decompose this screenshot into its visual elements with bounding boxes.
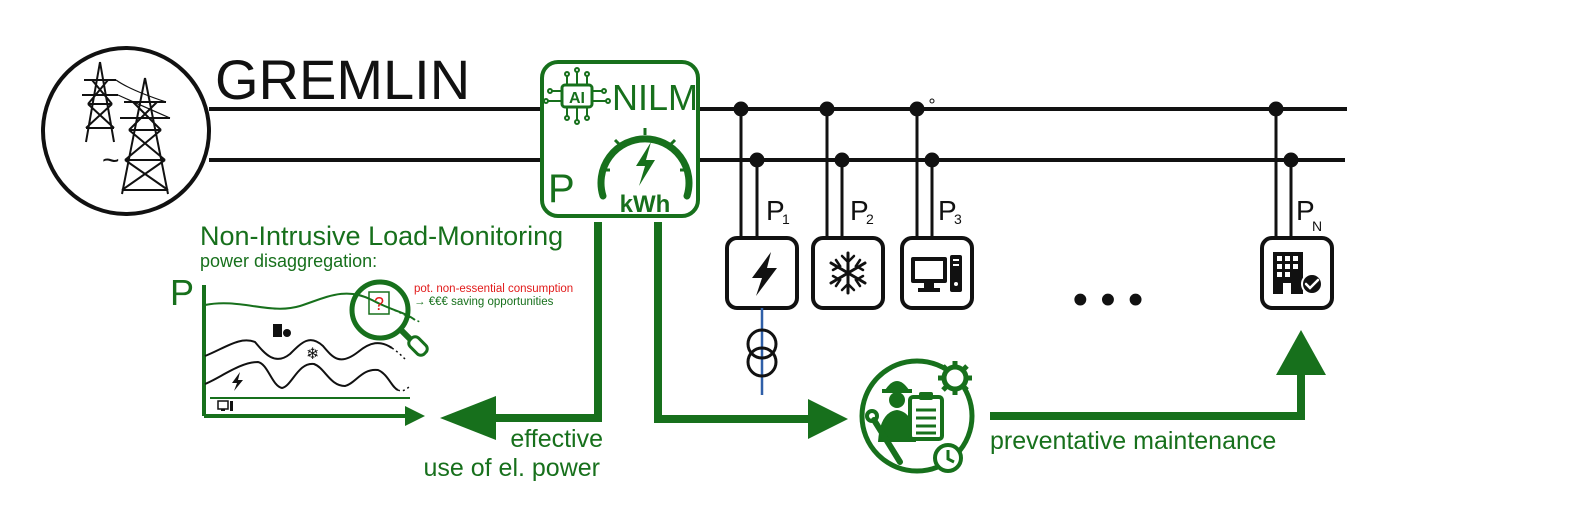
power-grid-source: ~ bbox=[41, 46, 211, 216]
load-box-p1 bbox=[725, 236, 799, 310]
maintenance-feed-arrow bbox=[654, 222, 848, 439]
total-load-curve bbox=[204, 292, 416, 321]
load-box-p2 bbox=[811, 236, 885, 310]
computer-icon bbox=[911, 255, 962, 292]
disaggregation-axis-label: P bbox=[170, 272, 194, 313]
annotation-saving: → €€€ saving opportunities bbox=[414, 296, 554, 308]
preventative-maintenance-arrow bbox=[990, 330, 1326, 420]
load-box-p3 bbox=[900, 236, 974, 310]
speedometer-icon bbox=[597, 128, 693, 200]
snowflake-icon bbox=[829, 251, 867, 295]
power-bus bbox=[209, 107, 1347, 162]
transformer-icon bbox=[746, 308, 778, 395]
meter-unit: kWh bbox=[620, 191, 671, 218]
ai-chip-icon bbox=[543, 67, 611, 125]
load-label-pn: P N bbox=[1296, 195, 1322, 234]
computer-mini-icon bbox=[217, 400, 233, 411]
svg-text:P: P bbox=[938, 195, 957, 226]
transmission-tower-icon bbox=[82, 61, 171, 195]
nilm-power-symbol: P bbox=[548, 167, 575, 211]
disaggregation-subheading: power disaggregation: bbox=[200, 251, 377, 271]
ev-load-curve bbox=[204, 360, 399, 391]
svg-text:1: 1 bbox=[782, 211, 790, 227]
more-loads-ellipsis: • • • bbox=[1073, 275, 1144, 324]
snowflake-mini-icon: ❄ bbox=[306, 346, 319, 363]
lightning-mini-icon bbox=[232, 372, 243, 391]
svg-text:P: P bbox=[766, 195, 785, 226]
question-mark: ? bbox=[374, 294, 384, 314]
ac-symbol: ~ bbox=[102, 144, 120, 177]
preventative-maintenance-label: preventative maintenance bbox=[990, 427, 1276, 455]
building-mini-icon bbox=[273, 324, 291, 337]
load-label-p2: P 2 bbox=[850, 195, 874, 227]
load-label-p1: P 1 bbox=[766, 195, 790, 227]
load-box-pn bbox=[1260, 236, 1334, 310]
nilm-label: NILM bbox=[612, 77, 698, 118]
diagram-title: GREMLIN bbox=[215, 48, 470, 111]
load-branch-wiring bbox=[733, 101, 1299, 238]
svg-text:P: P bbox=[1296, 195, 1315, 226]
svg-text:P: P bbox=[850, 195, 869, 226]
disaggregation-plot: ❄ ? bbox=[202, 279, 429, 426]
gear-icon bbox=[938, 361, 972, 395]
clock-icon bbox=[933, 443, 963, 473]
svg-text:N: N bbox=[1312, 218, 1322, 234]
effective-use-label-line1: effective bbox=[510, 425, 603, 453]
nilm-meter: AI NILM P kWh bbox=[540, 60, 700, 218]
clipboard-icon bbox=[908, 392, 944, 441]
small-junction-mark bbox=[929, 98, 935, 104]
effective-use-label-line2: use of el. power bbox=[424, 454, 601, 482]
building-check-icon bbox=[1273, 252, 1323, 295]
annotation-non-essential: pot. non-essential consumption bbox=[414, 283, 573, 295]
svg-text:3: 3 bbox=[954, 211, 962, 227]
effective-use-arrow bbox=[440, 222, 602, 440]
ai-chip-label: AI bbox=[569, 90, 585, 107]
building-load-curve bbox=[204, 339, 393, 361]
magnifier-icon: ? bbox=[349, 279, 429, 357]
disaggregation-heading: Non-Intrusive Load-Monitoring bbox=[200, 221, 563, 251]
lightning-icon bbox=[752, 252, 777, 296]
maintenance-icon bbox=[859, 358, 975, 474]
worker-icon bbox=[878, 381, 916, 442]
wrench-icon bbox=[865, 409, 903, 465]
svg-text:2: 2 bbox=[866, 211, 874, 227]
load-label-p3: P 3 bbox=[938, 195, 962, 227]
